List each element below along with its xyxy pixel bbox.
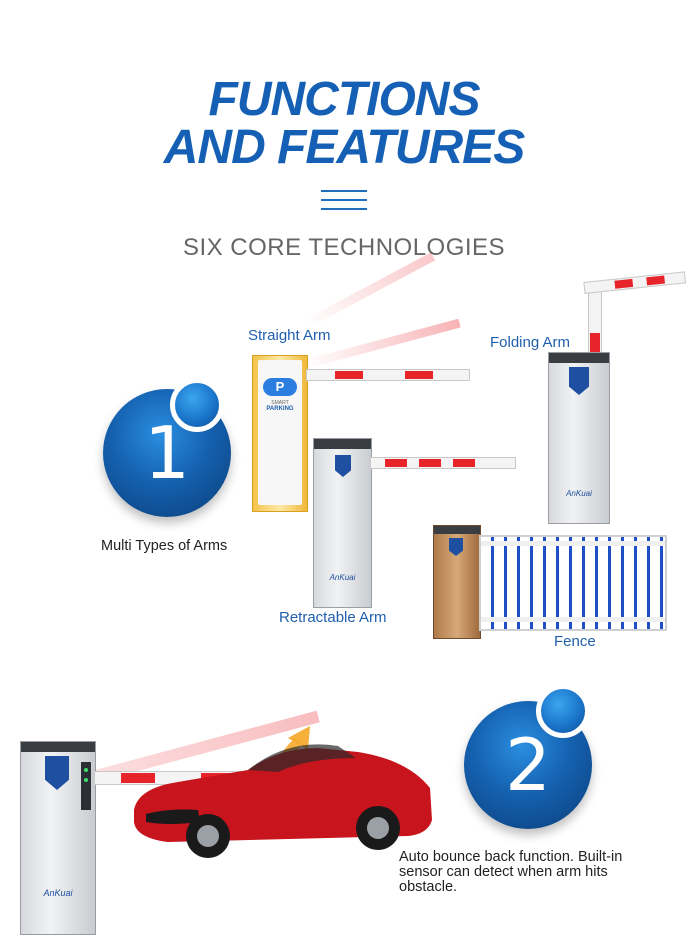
parking-sign-top: SMART [271,400,289,406]
folding-arm-top [583,271,687,294]
straight-arm-cabinet: P SMART PARKING [252,355,308,512]
feature-1-caption: Multi Types of Arms [101,538,228,554]
ankuai-logo-icon [335,455,351,477]
title-line-1: FUNCTIONS [208,73,481,126]
parking-icon: P [263,378,297,396]
straight-arm-bar [306,369,470,381]
retractable-brand: AnKuai [329,573,356,582]
feature-2-cabinet: AnKuai [20,741,96,935]
folding-arm-cabinet: AnKuai [548,352,610,524]
feature-1-dot [170,378,224,432]
title-line-2: AND FEATURES [163,121,525,174]
feature-2-dot [536,684,590,738]
folding-brand: AnKuai [566,489,592,498]
red-car [134,744,432,858]
straight-arm-ghost-1 [302,252,436,329]
feature-2-number: 2 [505,723,551,807]
retractable-arm-cabinet: AnKuai [313,438,372,608]
feature-2-brand: AnKuai [43,888,73,898]
folding-arm-vertical [588,284,602,356]
fence-cabinet [433,525,481,639]
section-subtitle: SIX CORE TECHNOLOGIES [182,234,506,261]
label-retractable-arm: Retractable Arm [279,609,387,626]
label-folding-arm: Folding Arm [490,334,571,351]
label-fence: Fence [554,633,596,650]
label-straight-arm: Straight Arm [248,327,331,344]
retractable-arm-bar [370,457,516,469]
title-divider-icon [321,190,367,210]
feature-2-caption: Auto bounce back function. Built-in sens… [399,849,623,895]
fence-panel [479,535,667,631]
parking-sign-bottom: PARKING [266,406,294,412]
